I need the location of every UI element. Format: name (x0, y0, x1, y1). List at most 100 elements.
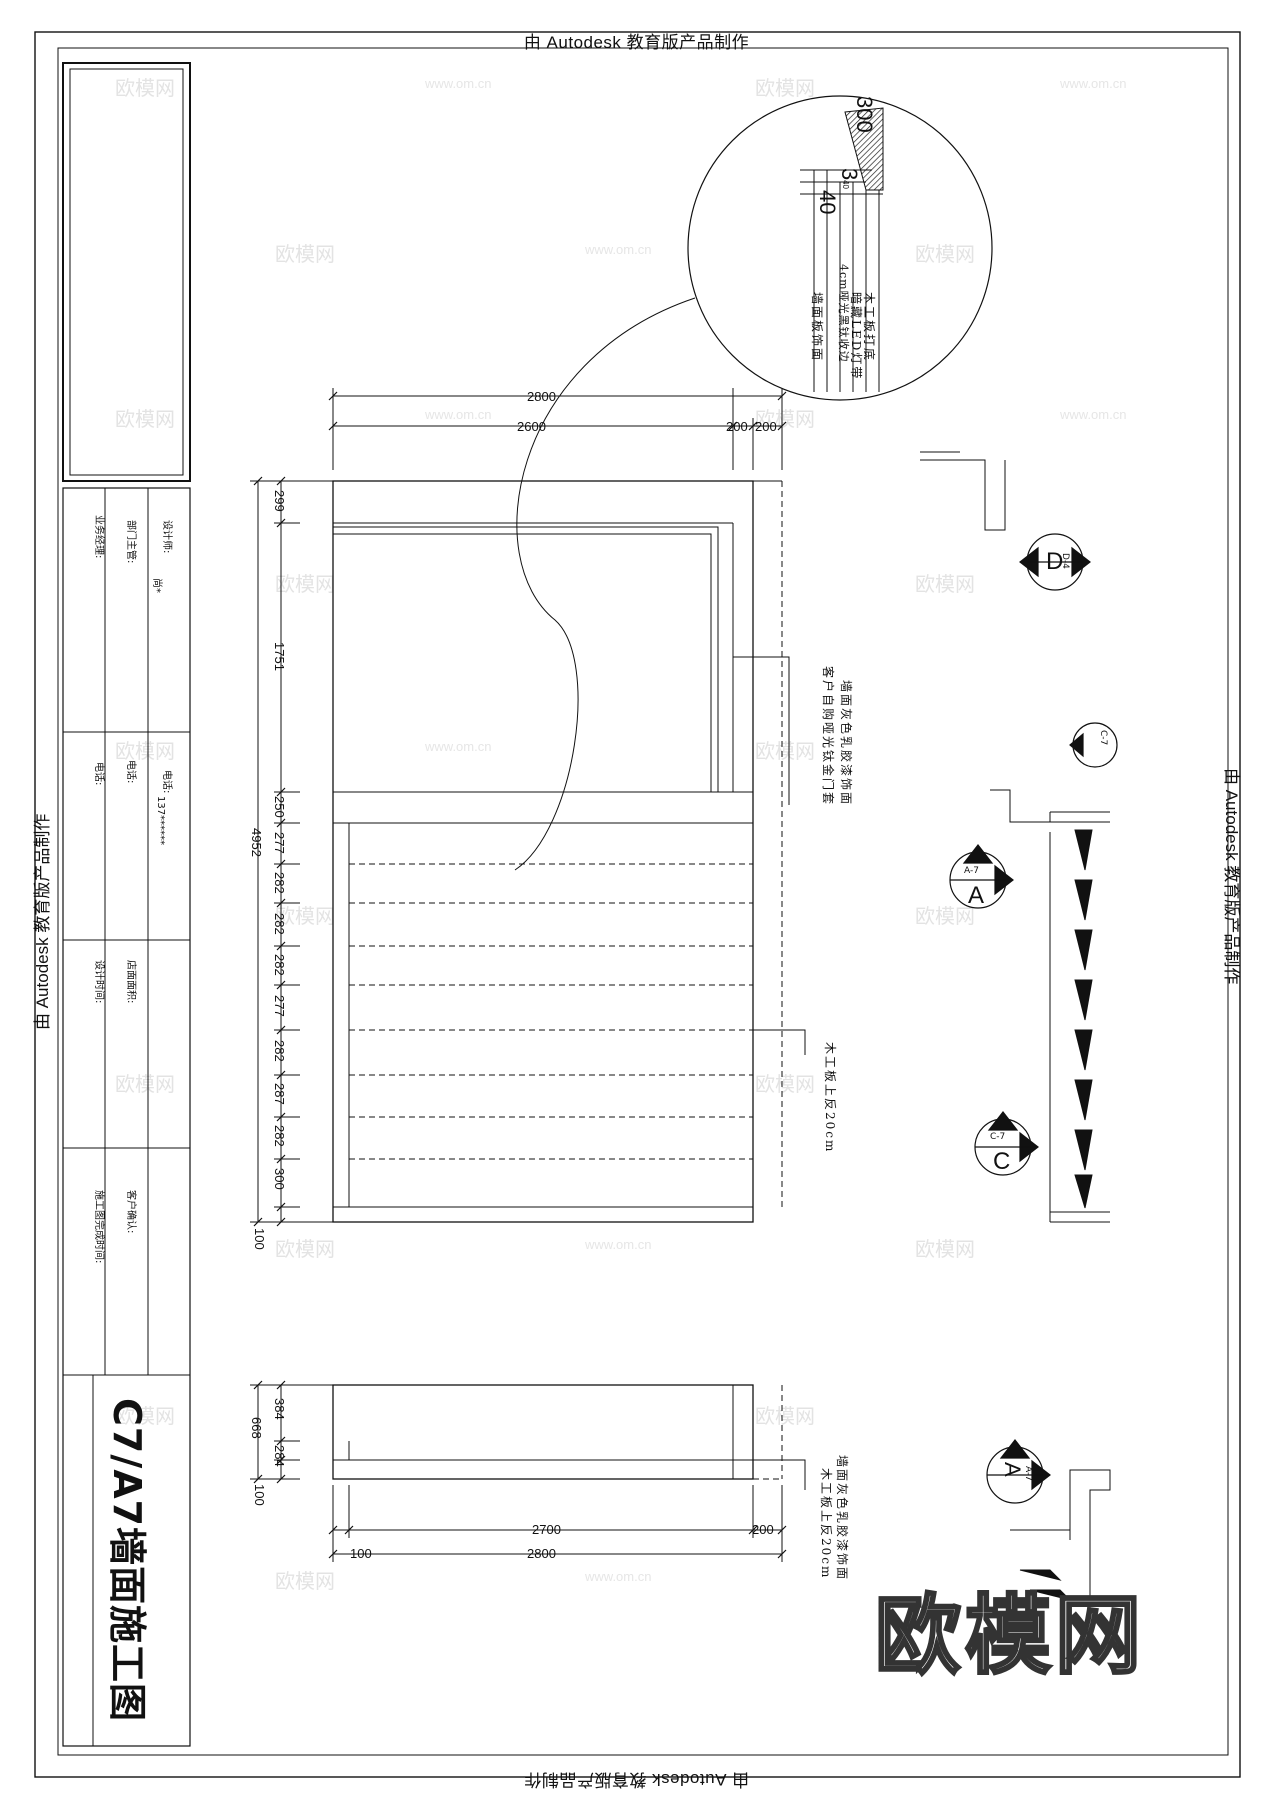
dim-282-a: 282 (272, 872, 287, 894)
detail-leader (514, 297, 696, 871)
watermark-logo: 欧模网 (115, 407, 175, 431)
dim-287: 287 (272, 1083, 287, 1105)
logo-box-inner (69, 68, 184, 476)
dept-head-phone-label: 电话: (125, 760, 136, 784)
watermark-logo: 欧模网 (915, 572, 975, 596)
watermark-url: www.om.cn (425, 407, 492, 422)
watermark-logo: 欧模网 (275, 242, 335, 266)
watermark-logo: 欧模网 (275, 904, 335, 928)
section-dim-2800: 2800 (527, 1546, 556, 1561)
logo-box-outer (62, 62, 191, 482)
marker-d-letter: D (1046, 548, 1064, 575)
detail-layer-3: 4cm哑光黑钛收边 (837, 264, 850, 363)
detail-small-ref: 40 (841, 180, 850, 189)
sheet-outer-frame (34, 31, 1241, 1778)
watermark-logo: 欧模网 (115, 739, 175, 763)
watermark-logo: 欧模网 (915, 1237, 975, 1261)
detail-layer-4: 墙面板饰面 (810, 292, 824, 363)
dim-299: 299 (272, 490, 287, 512)
zigzag-wall (1019, 829, 1093, 1601)
watermark-url: www.om.cn (425, 76, 492, 91)
marker-a-ref: A-7 (964, 866, 979, 876)
watermark-url: www.om.cn (425, 739, 492, 754)
manager-phone-label: 电话: (93, 762, 104, 786)
watermark-logo: 欧模网 (275, 1569, 335, 1593)
marker-a2-ref: A-7 (1023, 1466, 1033, 1481)
section-dim-384: 384 (272, 1398, 287, 1420)
watermark-logo: 欧模网 (115, 1404, 175, 1428)
designer-value: 尚* (151, 578, 162, 593)
design-time-label: 设计时间: (93, 960, 104, 1004)
watermark-logo: 欧模网 (755, 739, 815, 763)
elevation-note-paint: 墙面灰色乳胶漆饰面 (839, 680, 853, 807)
marker-c-ref: C-7 (990, 1132, 1006, 1142)
watermark-logo: 欧模网 (275, 572, 335, 596)
section-dim-100: 100 (252, 1484, 267, 1506)
watermark-logo: 欧模网 (915, 904, 975, 928)
dim-250: 250 (272, 796, 287, 818)
elevation-note-door-trim: 客户自购哑光钛金门套 (821, 666, 835, 807)
watermark-url: www.om.cn (1060, 76, 1127, 91)
detail-dim-300: 300 (852, 96, 877, 133)
marker-c-ref-top: C-7 (1098, 730, 1108, 746)
client-confirm-label: 客户确认: (125, 1190, 136, 1234)
watermark-logo: 欧模网 (755, 1404, 815, 1428)
dim-2600: 2600 (517, 419, 546, 434)
designer-phone-label: 电话: (161, 770, 172, 794)
dim-282-e: 282 (272, 1125, 287, 1147)
dim-277-a: 277 (272, 832, 287, 854)
dim-282-b: 282 (272, 913, 287, 935)
manager-label: 业务经理: (93, 515, 104, 559)
watermark-logo: 欧模网 (115, 1072, 175, 1096)
detail-circle (687, 95, 993, 401)
construction-time-label: 施工图完成时间: (93, 1190, 104, 1264)
store-area-label: 店面面积: (125, 960, 136, 1004)
watermark-url: www.om.cn (585, 1569, 652, 1584)
watermark-url: www.om.cn (1060, 407, 1127, 422)
marker-a2-letter: A (1000, 1462, 1025, 1477)
designer-phone-value: 137****** (155, 796, 166, 846)
dim-300: 300 (272, 1168, 287, 1190)
dim-1751: 1751 (272, 642, 287, 671)
watermark-url: www.om.cn (585, 1237, 652, 1252)
dim-200-b: 200 (755, 419, 777, 434)
detail-dim-3: 3 (837, 168, 862, 181)
edu-stamp-top: 由 Autodesk 教育版产品制作 (523, 33, 750, 52)
dept-head-label: 部门主管: (125, 520, 136, 564)
watermark-logo: 欧模网 (115, 76, 175, 100)
designer-label: 设计师: (161, 520, 172, 554)
marker-d-ref: D-4 (1060, 553, 1070, 569)
watermark-logo: 欧模网 (915, 242, 975, 266)
drawing-title: C7/A7墙面施工图 (105, 1398, 149, 1723)
section-dim-2700: 2700 (532, 1522, 561, 1537)
section-markers (949, 533, 1118, 1504)
dim-100: 100 (252, 1228, 267, 1250)
section-outline (332, 1384, 754, 1480)
dim-282-c: 282 (272, 954, 287, 976)
section-note-paint: 墙面灰色乳胶漆饰面 (835, 1455, 849, 1582)
watermark-url: www.om.cn (585, 242, 652, 257)
marker-a-letter: A (968, 882, 985, 909)
elevation-note-board: 木工板上反20cm (823, 1042, 837, 1154)
elevation-outline (332, 480, 754, 1223)
dim-2800-top: 2800 (527, 389, 556, 404)
detail-dim-40: 40 (815, 190, 840, 215)
dim-282-d: 282 (272, 1040, 287, 1062)
title-block (62, 487, 191, 1747)
marker-c-letter: C (993, 1148, 1011, 1175)
watermark-logo: 欧模网 (755, 1072, 815, 1096)
sheet-inner-frame (57, 47, 1229, 1756)
watermark-big-logo: 欧模网 (874, 1585, 1145, 1688)
dim-4952: 4952 (249, 828, 264, 857)
watermark-logo: 欧模网 (755, 76, 815, 100)
section-note-board: 木工板上反20cm (819, 1468, 833, 1580)
section-dim-100-bottom: 100 (350, 1546, 372, 1561)
dim-277-b: 277 (272, 995, 287, 1017)
watermark-logo: 欧模网 (275, 1237, 335, 1261)
section-dim-200: 200 (752, 1522, 774, 1537)
section-dim-284: 284 (272, 1445, 287, 1467)
section-dim-668: 668 (249, 1417, 264, 1439)
dim-200-a: 200 (726, 419, 748, 434)
watermark-logo: 欧模网 (755, 407, 815, 431)
